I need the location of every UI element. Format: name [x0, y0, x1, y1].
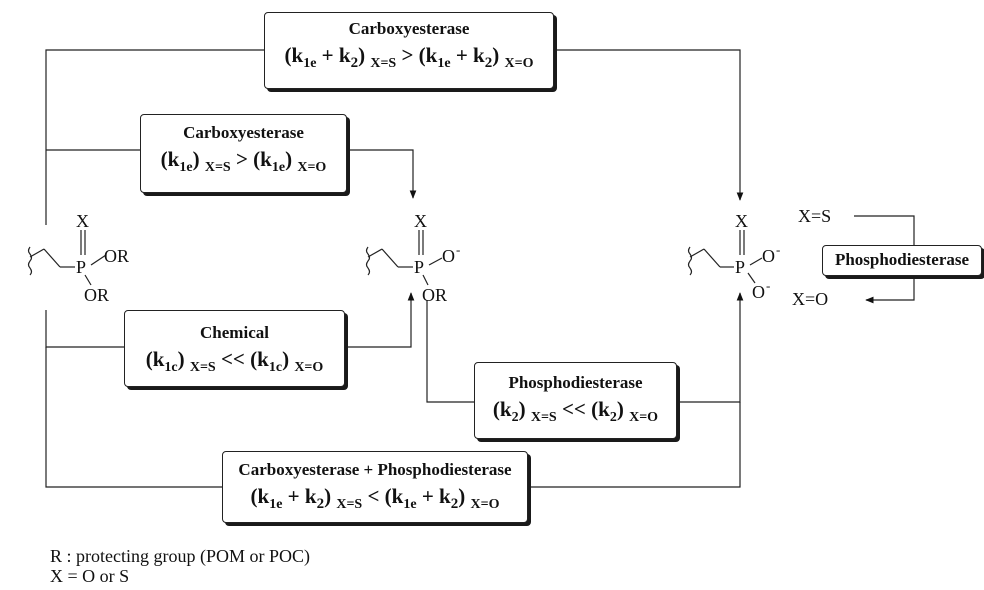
box-title: Chemical [200, 323, 269, 342]
connector-side [854, 215, 915, 245]
right-x-label: X [735, 211, 748, 231]
middle-p-label: P [414, 257, 424, 277]
middle-x-label: X [414, 211, 427, 231]
wavy-bond-left [27, 246, 33, 276]
left-or2-label: OR [84, 285, 109, 305]
right-p-label: P [735, 257, 745, 277]
left-p-label: P [76, 257, 86, 277]
side-label-xo: X=O [792, 289, 829, 309]
connector-phospho [426, 300, 474, 403]
connector-bottom [45, 347, 222, 488]
box-side-phosphodiesterase: Phosphodiesterase [822, 245, 982, 276]
rate-expression: (k1e) X=S > (k1e) X=O [160, 147, 327, 176]
arrow-side [865, 276, 915, 304]
right-minus1-label: - [776, 242, 780, 257]
rate-expression: (k2) X=S << (k2) X=O [492, 397, 659, 426]
connector-chemical [45, 310, 124, 348]
box-title: Phosphodiesterase [508, 373, 643, 392]
box-title: Phosphodiesterase [834, 250, 970, 269]
box-top-carboxyesterase: Carboxyesterase (k1e + k2) X=S > (k1e + … [264, 12, 554, 89]
arrow-phospho [677, 292, 744, 403]
legend-x: X = O or S [50, 566, 130, 586]
arrow-bottom [528, 402, 741, 488]
box-title: Carboxyesterase [183, 123, 304, 142]
middle-o-label: O [442, 246, 455, 266]
arrow-second [347, 149, 417, 199]
rate-expression: (k1e + k2) X=S > (k1e + k2) X=O [284, 43, 534, 72]
legend-r: R : protecting group (POM or POC) [50, 546, 310, 566]
middle-minus-label: - [456, 242, 460, 257]
wavy-bond-middle [365, 246, 371, 276]
rate-expression: (k1c) X=S << (k1c) X=O [145, 347, 324, 376]
box-carboxy-phospho: Carboxyesterase + Phosphodiesterase (k1e… [222, 451, 528, 523]
arrow-chemical [345, 292, 415, 348]
right-o2-label: O [752, 282, 765, 302]
wavy-bond-right [687, 246, 693, 276]
right-o1-label: O [762, 246, 775, 266]
left-or1-label: OR [104, 246, 129, 266]
box-second-carboxyesterase: Carboxyesterase (k1e) X=S > (k1e) X=O [140, 114, 347, 193]
box-phosphodiesterase: Phosphodiesterase (k2) X=S << (k2) X=O [474, 362, 677, 439]
box-title: Carboxyesterase + Phosphodiesterase [238, 460, 512, 479]
left-x-label: X [76, 211, 89, 231]
middle-or-label: OR [422, 285, 447, 305]
right-minus2-label: - [766, 278, 770, 293]
connector-top [45, 49, 264, 225]
box-chemical: Chemical (k1c) X=S << (k1c) X=O [124, 310, 345, 387]
side-label-xs: X=S [798, 206, 832, 226]
box-title: Carboxyesterase [348, 19, 470, 38]
arrow-top [554, 49, 744, 201]
rate-expression: (k1e + k2) X=S < (k1e + k2) X=O [250, 484, 500, 513]
